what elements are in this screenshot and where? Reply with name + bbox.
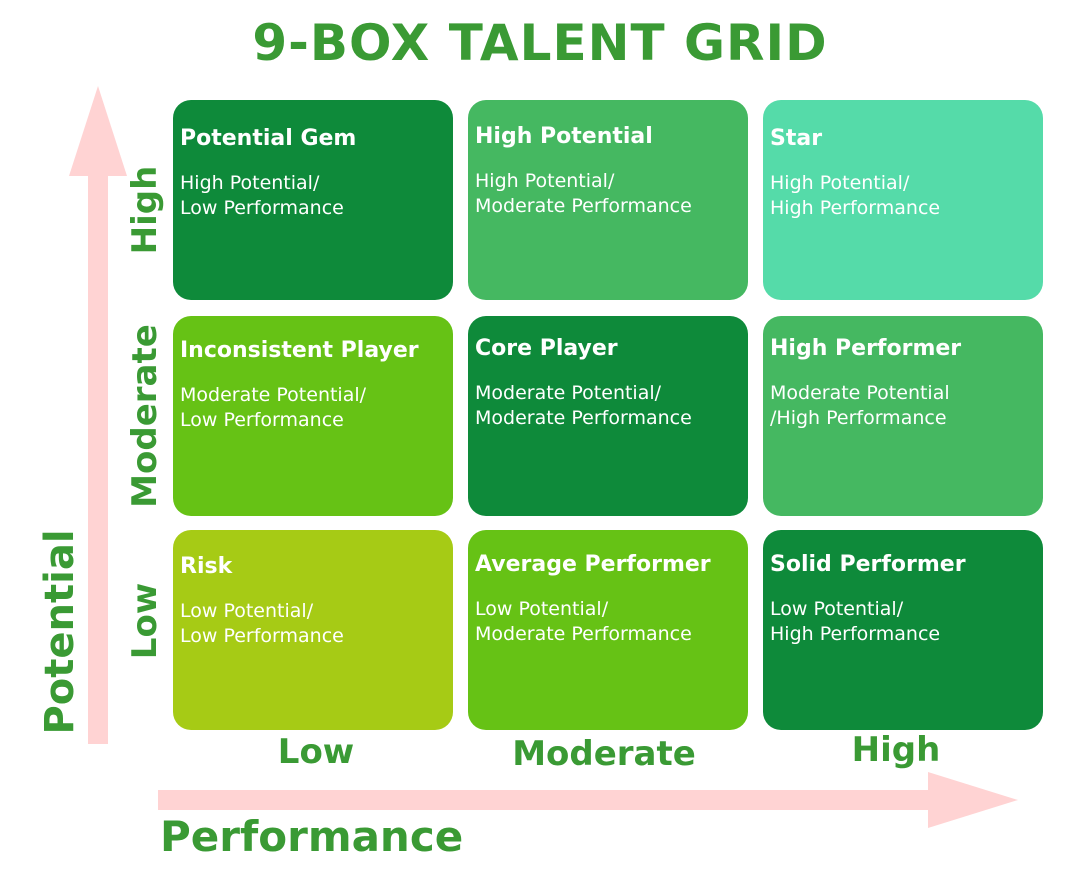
box-title: High Potential <box>475 124 653 149</box>
row-label-high: High <box>125 165 165 255</box>
y-axis-arrow-shaft <box>88 172 108 744</box>
box-title: High Performer <box>770 336 962 361</box>
y-axis-arrowhead <box>69 86 127 176</box>
row-label-low: Low <box>125 582 165 660</box>
box-high-performer: High Performer Moderate Potential /High … <box>763 316 1043 516</box>
box-title: Star <box>770 126 823 151</box>
box-description: Low Potential/ Low Performance <box>180 600 344 647</box>
box-description: High Potential/ High Performance <box>770 172 941 219</box>
box-title: Potential Gem <box>180 126 357 151</box>
grid-title: 9-BOX TALENT GRID <box>252 14 828 72</box>
box-title: Average Performer <box>475 552 711 577</box>
col-label-high: High <box>851 730 941 770</box>
col-label-moderate: Moderate <box>512 734 696 774</box>
box-star: Star High Potential/ High Performance <box>763 100 1043 300</box>
box-description: High Potential/ Moderate Performance <box>475 170 692 217</box>
box-title: Risk <box>180 554 233 579</box>
x-axis-arrow-shaft <box>158 790 933 810</box>
box-description: Moderate Potential/ Low Performance <box>180 384 367 431</box>
x-axis-arrowhead <box>928 772 1018 828</box>
box-core-player: Core Player Moderate Potential/ Moderate… <box>468 316 748 516</box>
box-average-performer: Average Performer Low Potential/ Moderat… <box>468 530 748 730</box>
box-potential-gem: Potential Gem High Potential/ Low Perfor… <box>173 100 453 300</box>
row-label-moderate: Moderate <box>125 324 165 508</box>
box-inconsistent-player: Inconsistent Player Moderate Potential/ … <box>173 316 453 516</box>
box-description: High Potential/ Low Performance <box>180 172 344 219</box>
box-solid-performer: Solid Performer Low Potential/ High Perf… <box>763 530 1043 730</box>
y-axis-label: Potential <box>37 529 83 735</box>
box-description: Low Potential/ Moderate Performance <box>475 598 692 645</box>
box-description: Low Potential/ High Performance <box>770 598 941 645</box>
box-description: Moderate Potential /High Performance <box>770 382 950 429</box>
box-title: Inconsistent Player <box>180 338 419 363</box>
box-description: Moderate Potential/ Moderate Performance <box>475 382 692 429</box>
box-risk: Risk Low Potential/ Low Performance <box>173 530 453 730</box>
x-axis-label: Performance <box>160 812 464 861</box>
box-title: Core Player <box>475 336 618 361</box>
box-high-potential: High Potential High Potential/ Moderate … <box>468 100 748 300</box>
box-title: Solid Performer <box>770 552 966 577</box>
col-label-low: Low <box>277 732 355 772</box>
